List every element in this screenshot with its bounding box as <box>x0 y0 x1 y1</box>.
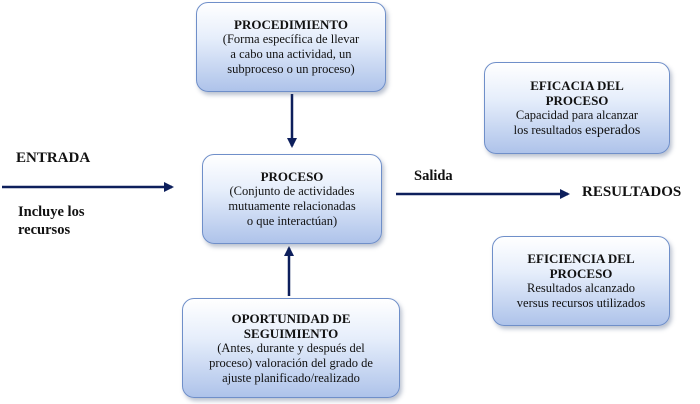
proceso-desc-line3: o que interactúan) <box>246 214 338 228</box>
oportunidad-desc-line1: (Antes, durante y después del <box>217 340 365 355</box>
proceso-desc-line1: (Conjunto de actividades <box>229 184 355 198</box>
procedimiento-desc-line1: (Forma específica de llevar <box>222 32 360 46</box>
proceso-title: PROCESO <box>260 169 324 184</box>
eficiencia-title-line2: PROCESO <box>549 266 613 281</box>
entrada-label: ENTRADA <box>16 150 91 166</box>
eficiencia-desc-line1: Resultados alcanzado <box>527 281 635 295</box>
oportunidad-title-line2: SEGUIMIENTO <box>243 325 339 341</box>
eficiencia-proceso-box: EFICIENCIA DEL PROCESO Resultados alcanz… <box>492 236 670 326</box>
eficacia-desc-line1: Capacidad para alcanzar <box>515 108 639 122</box>
eficacia-desc-line2-a: los resultados <box>513 123 583 137</box>
oportunidad-title-line1: OPORTUNIDAD DE <box>231 310 351 326</box>
proceso-box: PROCESO (Conjunto de actividades mutuame… <box>202 154 382 244</box>
oportunidad-seguimiento-box: OPORTUNIDAD DE SEGUIMIENTO (Antes, duran… <box>182 298 400 398</box>
proceso-desc-line2: mutuamente relacionadas <box>228 199 356 213</box>
oportunidad-desc-line2: proceso) valoración del grado de <box>209 355 373 370</box>
eficiencia-title-line1: EFICIENCIA DEL <box>527 251 635 266</box>
salida-label: Salida <box>414 168 453 184</box>
procedimiento-title: PROCEDIMIENTO <box>234 17 348 32</box>
eficacia-proceso-box: EFICACIA DEL PROCESO Capacidad para alca… <box>484 62 670 154</box>
eficacia-desc-line2-b: esperados <box>585 123 641 138</box>
incluye-recursos-label-line2: recursos <box>18 222 71 238</box>
resultados-label: RESULTADOS <box>582 184 682 200</box>
procedimiento-box: PROCEDIMIENTO (Forma específica de lleva… <box>196 2 386 92</box>
eficacia-title-line1: EFICACIA DEL <box>530 78 624 93</box>
eficacia-desc-line2: los resultados esperados <box>514 123 641 138</box>
procedimiento-desc-line2: a cabo una actividad, un <box>230 47 352 61</box>
incluye-recursos-label-line1: Incluye los <box>18 204 85 220</box>
oportunidad-desc-line3: ajuste planificado/realizado <box>222 370 360 385</box>
eficacia-title-line2: PROCESO <box>545 93 609 108</box>
procedimiento-desc-line3: subproceso o un proceso) <box>227 62 355 76</box>
eficiencia-desc-line2: versus recursos utilizados <box>516 296 646 310</box>
